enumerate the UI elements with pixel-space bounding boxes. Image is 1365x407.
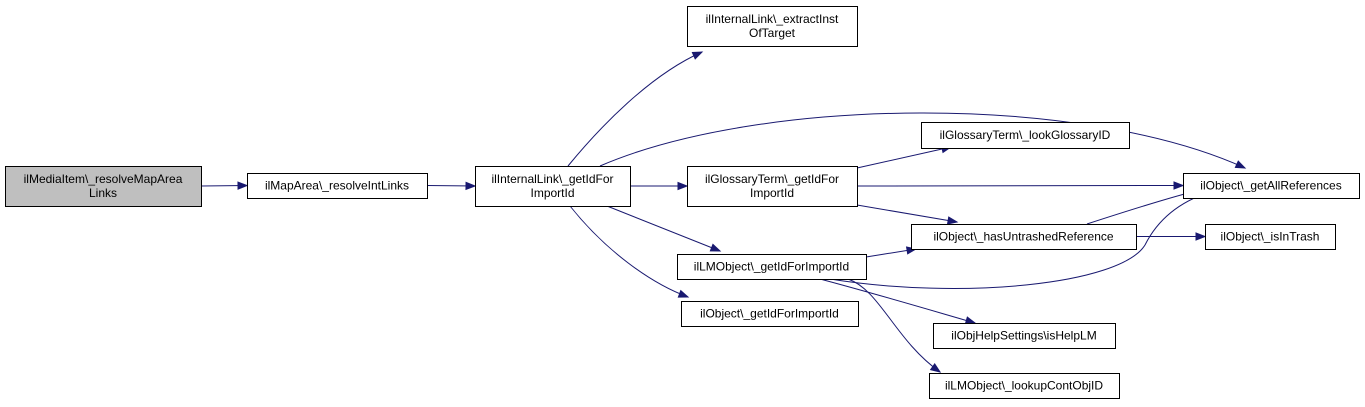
- node-box-lookupContObjID[interactable]: [929, 373, 1120, 399]
- edge-lmGetIdForImportId-to-isHelpLM-arrowhead: [964, 316, 977, 325]
- node-objectGetIdForImportId[interactable]: ilObject\_getIdForImportId: [681, 301, 859, 327]
- node-lmGetIdForImportId[interactable]: ilLMObject\_getIdForImportId: [677, 254, 867, 280]
- edge-internalGetIdForImportId-to-glossaryGetIdForImportId-arrowhead: [677, 181, 689, 191]
- edge-internalGetIdForImportId-to-glossaryGetIdForImportId: [630, 181, 689, 191]
- edge-resolveIntLinks-to-internalGetIdForImportId: [426, 181, 477, 191]
- edge-resolveIntLinks-to-internalGetIdForImportId-arrowhead: [465, 181, 477, 191]
- node-label-resolveMapAreaLinks-line-1: Links: [89, 186, 117, 200]
- node-label-glossaryLookGlossaryID-line-0: ilGlossaryTerm\_lookGlossaryID: [940, 128, 1111, 142]
- node-label-internalGetIdForImportId-line-1: ImportId: [530, 186, 574, 200]
- node-box-lmGetIdForImportId[interactable]: [677, 254, 867, 280]
- node-box-resolveIntLinks[interactable]: [247, 173, 428, 199]
- edge-lmGetIdForImportId-to-lookupContObjID-line: [847, 278, 941, 373]
- edge-internalGetIdForImportId-to-extractInstOfTarget-line: [567, 51, 703, 167]
- node-box-isInTrash[interactable]: [1205, 224, 1336, 250]
- node-label-getAllReferences-line-0: ilObject\_getAllReferences: [1200, 179, 1341, 193]
- edge-lmGetIdForImportId-to-getAllReferences-line: [829, 191, 1211, 289]
- node-internalGetIdForImportId[interactable]: ilInternalLink\_getIdForImportId: [475, 166, 631, 207]
- node-box-getAllReferences[interactable]: [1183, 173, 1360, 199]
- node-label-hasUntrashedReference-line-0: ilObject\_hasUntrashedReference: [933, 230, 1113, 244]
- edge-internalGetIdForImportId-to-lmGetIdForImportId: [606, 205, 722, 252]
- node-box-resolveMapAreaLinks[interactable]: [5, 166, 202, 207]
- edge-lmGetIdForImportId-to-isHelpLM-line: [819, 278, 976, 324]
- node-label-lmGetIdForImportId-line-0: ilLMObject\_getIdForImportId: [694, 260, 849, 274]
- edge-resolveMapAreaLinks-to-resolveIntLinks-arrowhead: [237, 181, 249, 190]
- node-lookupContObjID[interactable]: ilLMObject\_lookupContObjID: [929, 373, 1120, 399]
- edge-internalGetIdForImportId-to-objectGetIdForImportId: [569, 205, 690, 298]
- edge-internalGetIdForImportId-to-extractInstOfTarget-arrowhead: [691, 51, 704, 60]
- node-box-extractInstOfTarget[interactable]: [687, 6, 858, 47]
- node-box-internalGetIdForImportId[interactable]: [475, 166, 631, 207]
- node-label-glossaryGetIdForImportId-line-1: ImportId: [750, 186, 794, 200]
- edge-layer: [200, 51, 1247, 373]
- edge-glossaryGetIdForImportId-to-glossaryLookGlossaryID-line: [856, 146, 952, 169]
- node-box-objectGetIdForImportId[interactable]: [681, 301, 859, 327]
- edge-glossaryGetIdForImportId-to-getAllReferences-line: [856, 185, 1184, 187]
- edge-resolveMapAreaLinks-to-resolveIntLinks: [200, 181, 249, 190]
- edge-lmGetIdForImportId-to-hasUntrashedReference: [865, 246, 918, 258]
- edge-internalGetIdForImportId-to-getAllReferences: [599, 112, 1247, 169]
- edge-glossaryGetIdForImportId-to-getAllReferences: [856, 181, 1185, 190]
- node-isHelpLM[interactable]: ilObjHelpSettings\isHelpLM: [933, 323, 1116, 349]
- edge-internalGetIdForImportId-to-objectGetIdForImportId-line: [569, 205, 689, 298]
- edge-glossaryGetIdForImportId-to-hasUntrashedReference-line: [856, 204, 958, 223]
- edge-internalGetIdForImportId-to-objectGetIdForImportId-arrowhead: [677, 289, 690, 298]
- node-label-isHelpLM-line-0: ilObjHelpSettings\isHelpLM: [951, 329, 1096, 343]
- node-box-glossaryGetIdForImportId[interactable]: [687, 166, 858, 207]
- edge-lmGetIdForImportId-to-lookupContObjID: [847, 278, 942, 373]
- node-glossaryLookGlossaryID[interactable]: ilGlossaryTerm\_lookGlossaryID: [921, 122, 1130, 149]
- node-label-extractInstOfTarget-line-0: ilInternalLink\_extractInst: [706, 12, 839, 26]
- node-box-hasUntrashedReference[interactable]: [911, 224, 1137, 250]
- edge-internalGetIdForImportId-to-lmGetIdForImportId-line: [606, 205, 721, 252]
- edge-glossaryGetIdForImportId-to-getAllReferences-arrowhead: [1173, 181, 1185, 190]
- node-getAllReferences[interactable]: ilObject\_getAllReferences: [1183, 173, 1360, 199]
- edge-internalGetIdForImportId-to-lmGetIdForImportId-arrowhead: [709, 243, 722, 252]
- edge-lmGetIdForImportId-to-lookupContObjID-arrowhead: [929, 363, 942, 373]
- edge-glossaryGetIdForImportId-to-hasUntrashedReference-arrowhead: [946, 216, 959, 225]
- node-isInTrash[interactable]: ilObject\_isInTrash: [1205, 224, 1336, 250]
- edge-internalGetIdForImportId-to-extractInstOfTarget: [567, 51, 704, 167]
- edge-hasUntrashedReference-to-isInTrash: [1136, 232, 1207, 241]
- node-label-resolveIntLinks-line-0: ilMapArea\_resolveIntLinks: [265, 179, 409, 193]
- node-resolveIntLinks[interactable]: ilMapArea\_resolveIntLinks: [247, 173, 428, 199]
- edge-hasUntrashedReference-to-isInTrash-arrowhead: [1195, 232, 1207, 241]
- edge-internalGetIdForImportId-to-getAllReferences-arrowhead: [1234, 160, 1247, 169]
- node-box-glossaryLookGlossaryID[interactable]: [921, 122, 1130, 149]
- node-box-isHelpLM[interactable]: [933, 323, 1116, 349]
- node-label-objectGetIdForImportId-line-0: ilObject\_getIdForImportId: [700, 307, 839, 321]
- node-label-glossaryGetIdForImportId-line-0: ilGlossaryTerm\_getIdFor: [705, 172, 839, 186]
- node-label-isInTrash-line-0: ilObject\_isInTrash: [1221, 230, 1320, 244]
- edge-glossaryGetIdForImportId-to-hasUntrashedReference: [856, 204, 959, 225]
- edge-internalGetIdForImportId-to-getAllReferences-line: [599, 112, 1246, 169]
- node-label-internalGetIdForImportId-line-0: ilInternalLink\_getIdFor: [491, 172, 613, 186]
- node-hasUntrashedReference[interactable]: ilObject\_hasUntrashedReference: [911, 224, 1137, 250]
- node-label-resolveMapAreaLinks-line-0: ilMediaItem\_resolveMapArea: [24, 172, 183, 186]
- node-glossaryGetIdForImportId[interactable]: ilGlossaryTerm\_getIdForImportId: [687, 166, 858, 207]
- node-label-extractInstOfTarget-line-1: OfTarget: [749, 26, 796, 40]
- node-label-lookupContObjID-line-0: ilLMObject\_lookupContObjID: [945, 379, 1103, 393]
